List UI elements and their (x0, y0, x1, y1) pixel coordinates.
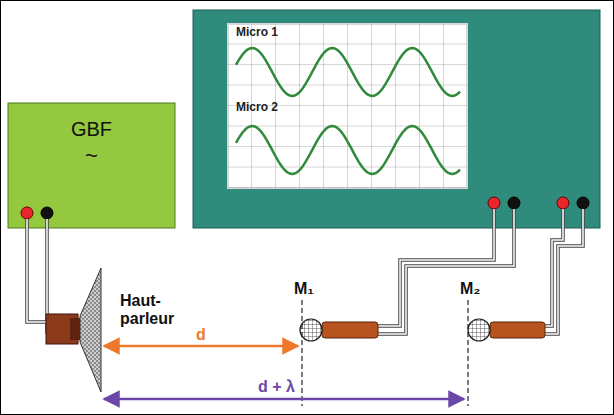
distance-label: d (194, 326, 208, 344)
generator-box: GBF~ (8, 103, 175, 228)
distance-label: d + λ (256, 378, 297, 396)
speaker-label: Haut-parleur (118, 292, 192, 329)
scope-screen: Micro 1 Micro 2 (228, 24, 467, 188)
microphone-label: M₁ (292, 280, 316, 298)
channel-label: Micro 2 (236, 100, 278, 114)
channel-label: Micro 1 (236, 25, 278, 39)
microphone-label: M₂ (458, 280, 482, 298)
ac-symbol: ~ (8, 143, 175, 169)
generator-name: GBF (8, 117, 175, 141)
